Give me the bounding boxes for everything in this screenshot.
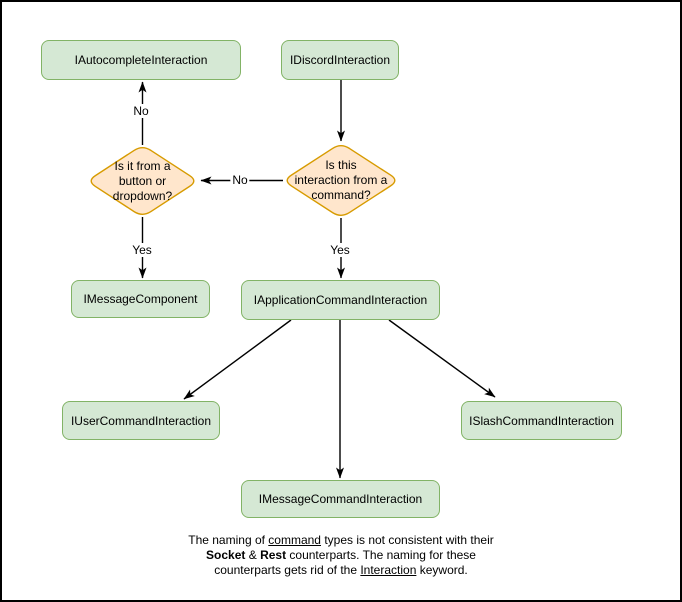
node-user-command-interaction: IUserCommandInteraction bbox=[62, 401, 220, 440]
node-application-command-interaction: IApplicationCommandInteraction bbox=[241, 280, 440, 320]
edge-label-no-middle: No bbox=[230, 173, 250, 187]
edge-label-no-top: No bbox=[131, 104, 151, 118]
node-discord-interaction: IDiscordInteraction bbox=[281, 40, 399, 80]
edge-label-yes-left: Yes bbox=[130, 243, 154, 257]
node-autocomplete-interaction: IAutocompleteInteraction bbox=[41, 40, 241, 80]
node-slash-command-interaction: ISlashCommandInteraction bbox=[461, 401, 622, 440]
decision-command-shape bbox=[286, 145, 396, 216]
edge-application-to-user-command bbox=[183, 319, 292, 400]
edge-label-yes-right: Yes bbox=[328, 243, 352, 257]
decision-button-dropdown-shape bbox=[90, 147, 195, 215]
caption-text: The naming of command types is not consi… bbox=[188, 533, 494, 577]
node-message-component: IMessageComponent bbox=[71, 280, 210, 318]
decision-button-dropdown-label: Is it from a button or dropdown? bbox=[112, 159, 173, 203]
decision-command-label: Is this interaction from a command? bbox=[294, 158, 388, 202]
edge-application-to-slash-command bbox=[388, 319, 496, 398]
node-message-command-interaction: IMessageCommandInteraction bbox=[241, 480, 440, 518]
